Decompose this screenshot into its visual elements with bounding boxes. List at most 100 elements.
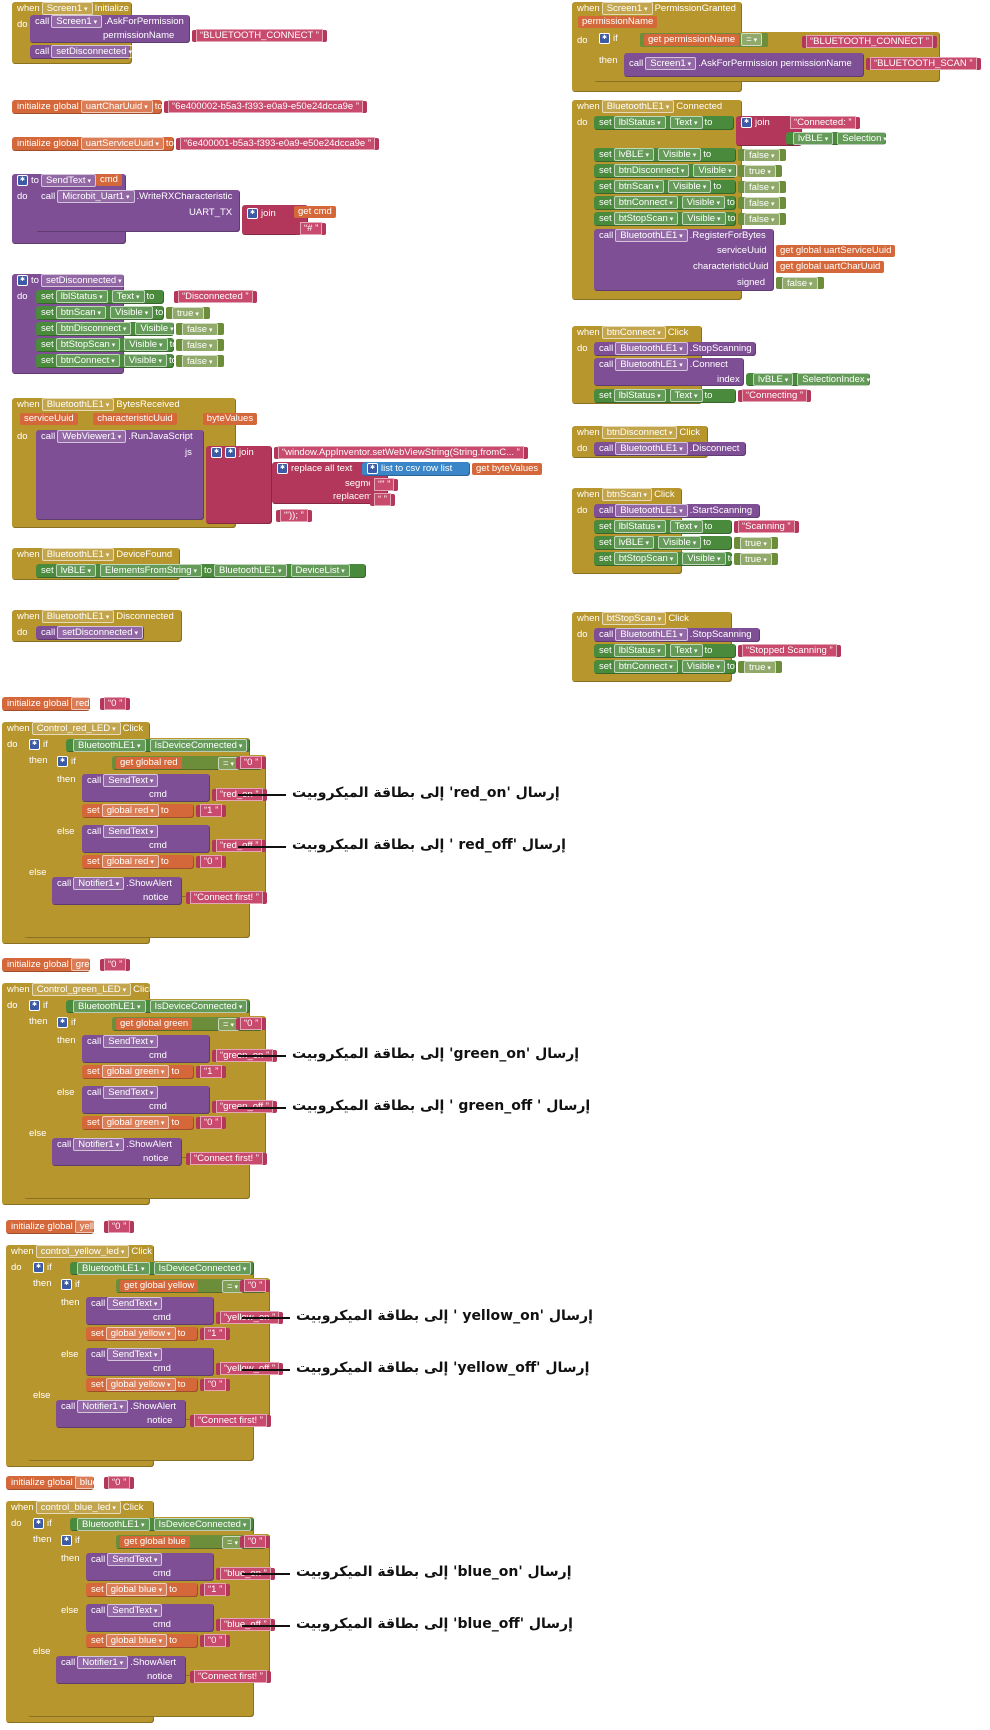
call-send-text-on[interactable]: callSendTextcmd: [82, 774, 210, 802]
set-btndisconnect-visible[interactable]: setbtnDisconnectVisibleto: [594, 164, 747, 178]
dropdown[interactable]: Notifier1: [73, 877, 125, 890]
text-set-1[interactable]: 1: [196, 804, 227, 817]
boolean-value[interactable]: true: [744, 165, 776, 178]
bool-true[interactable]: true: [738, 661, 782, 674]
text-blue_off[interactable]: blue_off: [216, 1618, 275, 1631]
compare-blue[interactable]: get global blue=: [116, 1535, 266, 1549]
dropdown[interactable]: Text: [669, 520, 703, 533]
set-btstopscan-visible[interactable]: setbtStopScanVisibleto: [36, 338, 178, 352]
dropdown[interactable]: global green: [101, 1065, 170, 1078]
dropdown[interactable]: btStopScan: [601, 612, 667, 625]
dropdown[interactable]: BluetoothLE1: [615, 342, 688, 355]
text-yellow_off[interactable]: yellow_off: [216, 1362, 284, 1375]
bool-false[interactable]: false: [738, 213, 786, 226]
dropdown[interactable]: Text: [669, 644, 703, 657]
text-connected[interactable]: Connected:: [786, 116, 860, 129]
dropdown[interactable]: btStopScan: [613, 212, 679, 225]
bool-false[interactable]: false: [738, 197, 786, 210]
gear-icon[interactable]: ✱: [211, 446, 222, 458]
dropdown[interactable]: Notifier1: [77, 1400, 129, 1413]
dropdown[interactable]: BluetoothLE1: [77, 1262, 150, 1275]
gear-icon[interactable]: ✱: [367, 462, 378, 474]
text-stopped-scanning[interactable]: Stopped Scanning: [738, 644, 841, 657]
bool-true[interactable]: true: [166, 307, 210, 320]
text-connect-first[interactable]: Connect first!: [190, 1414, 271, 1427]
init-global-yellow[interactable]: initialize globalyellowto: [6, 1220, 127, 1234]
text-cmp-0[interactable]: 0: [240, 1279, 271, 1292]
set-btnscan-visible[interactable]: setbtnScanVisibleto: [36, 306, 164, 320]
get-is-device-connected[interactable]: BluetoothLE1IsDeviceConnected: [66, 1000, 250, 1013]
get-global-blue[interactable]: get global blue: [120, 1536, 190, 1548]
set-btstopscan-visible[interactable]: setbtStopScanVisibleto: [594, 212, 736, 226]
dropdown[interactable]: btnScan: [55, 306, 107, 319]
set-lvble-visible[interactable]: setlvBLEVisibleto: [594, 148, 736, 162]
dropdown[interactable]: BluetoothLE1: [73, 1000, 146, 1013]
global-name[interactable]: red: [70, 697, 100, 710]
dropdown[interactable]: SelectionIndex: [797, 373, 876, 386]
text-cmp-0[interactable]: 0: [240, 1535, 271, 1548]
boolean-value[interactable]: false: [744, 181, 780, 194]
set-lblstatus-text[interactable]: setlblStatusTextto: [594, 116, 734, 130]
set-lblstatus-connecting[interactable]: setlblStatusTextto: [594, 389, 736, 403]
gear-icon[interactable]: ✱: [57, 755, 68, 767]
list-to-csv-row-block[interactable]: ✱list to csv row list: [362, 462, 470, 476]
dropdown[interactable]: SendText: [103, 1086, 159, 1099]
set-btnconnect[interactable]: setbtnConnectVisibleto: [594, 660, 736, 674]
boolean-value[interactable]: false: [182, 355, 218, 368]
dropdown[interactable]: Visible: [668, 180, 712, 193]
gear-icon[interactable]: ✱: [741, 116, 752, 128]
dropdown[interactable]: BluetoothLE1: [41, 610, 115, 623]
param-permission-name[interactable]: permissionName: [578, 16, 658, 28]
gear-icon[interactable]: ✱: [247, 207, 258, 219]
set-lvble[interactable]: setlvBLEVisibleto: [594, 536, 732, 550]
dropdown[interactable]: BluetoothLE1: [41, 548, 115, 561]
set-btnconnect-visible[interactable]: setbtnConnectVisibleto: [36, 354, 177, 368]
call-write-rx-characteristic[interactable]: callMicrobit_Uart1.WriteRXCharacteristic…: [36, 190, 240, 232]
call-send-text-off[interactable]: callSendTextcmd: [86, 1348, 214, 1376]
global-name[interactable]: uartServiceUuid: [80, 137, 164, 150]
text-cmp-0[interactable]: 0: [236, 756, 267, 769]
get-cmd[interactable]: get cmd: [294, 206, 336, 218]
compare-red[interactable]: get global red=: [112, 756, 262, 770]
text-init-0[interactable]: 0: [100, 958, 131, 971]
text-cmp-0[interactable]: 0: [236, 1017, 267, 1030]
dropdown[interactable]: global blue: [105, 1634, 168, 1647]
dropdown[interactable]: btnScan: [613, 180, 665, 193]
dropdown[interactable]: Screen1: [51, 15, 103, 28]
gear-icon[interactable]: ✱: [33, 1517, 44, 1529]
dropdown[interactable]: ElementsFromString: [99, 564, 203, 577]
dropdown[interactable]: Visible: [682, 552, 726, 565]
dropdown[interactable]: BluetoothLE1: [615, 442, 688, 455]
gear-icon[interactable]: ✱: [17, 275, 28, 286]
text-bluetooth-scan[interactable]: BLUETOOTH_SCAN: [866, 57, 981, 70]
get-uart-service-uuid[interactable]: get global uartServiceUuid: [776, 245, 896, 257]
dropdown[interactable]: BluetoothLE1: [615, 504, 688, 517]
dropdown[interactable]: Control_red_LED: [31, 722, 121, 735]
boolean-value[interactable]: false: [744, 213, 780, 226]
call-send-text-off[interactable]: callSendTextcmd: [86, 1604, 214, 1632]
get-uart-char-uuid[interactable]: get global uartCharUuid: [776, 261, 885, 273]
dropdown[interactable]: SendText: [107, 1604, 163, 1617]
param-bytevalues[interactable]: byteValues: [202, 413, 258, 425]
dropdown[interactable]: lvBLE: [613, 148, 654, 161]
text-set-0[interactable]: 0: [200, 1378, 231, 1391]
gear-icon[interactable]: ✱: [599, 32, 610, 44]
dropdown[interactable]: Screen1: [601, 2, 653, 15]
init-global-red[interactable]: initialize globalredto: [2, 697, 110, 711]
call-ask-for-permission[interactable]: callScreen1.AskForPermissionpermissionNa…: [30, 15, 190, 43]
get-is-device-connected[interactable]: BluetoothLE1IsDeviceConnected: [66, 739, 250, 752]
dropdown[interactable]: BluetoothLE1: [615, 229, 688, 242]
text-init-0[interactable]: 0: [104, 1476, 135, 1489]
dropdown[interactable]: global blue: [105, 1583, 168, 1596]
dropdown[interactable]: Visible: [135, 322, 179, 335]
text-connect-first[interactable]: Connect first!: [186, 891, 267, 904]
dropdown[interactable]: Text: [669, 389, 703, 402]
